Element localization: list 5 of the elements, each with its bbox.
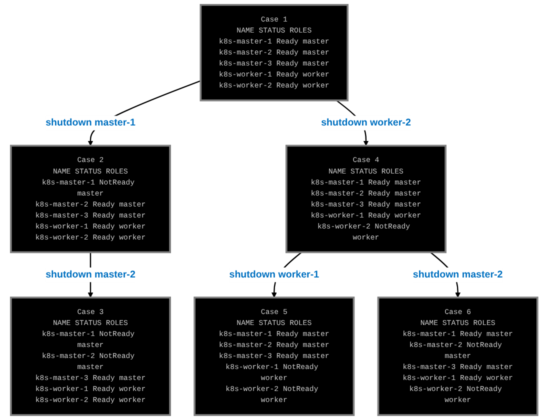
edge-label: shutdown master-1 — [45, 118, 136, 128]
edge-label: shutdown master-2 — [45, 269, 136, 280]
edge-label: shutdown worker-1 — [229, 269, 319, 280]
edge-label: shutdown master-2 — [412, 269, 503, 280]
edge-label: shutdown worker-2 — [320, 118, 411, 128]
